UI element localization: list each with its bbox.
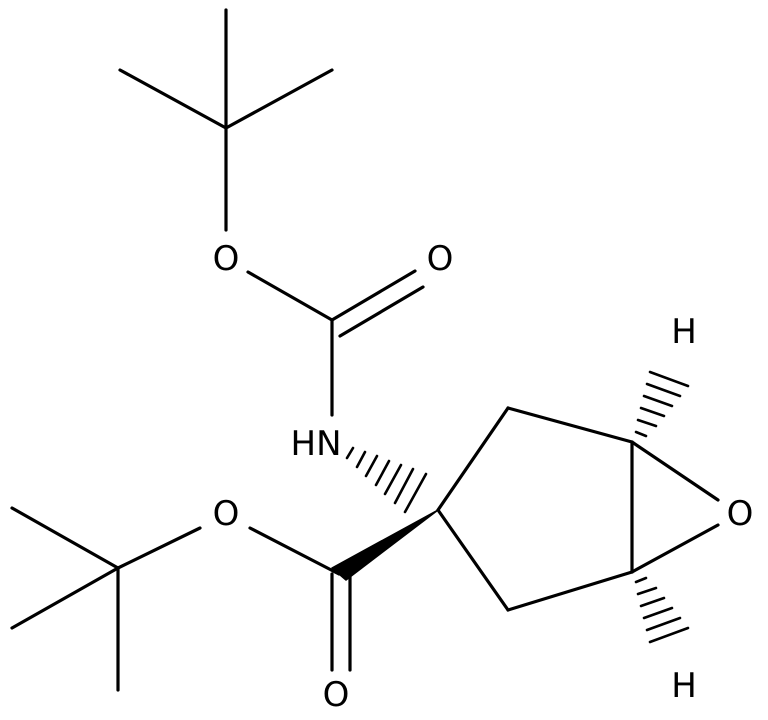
h-top-label: H <box>671 312 697 352</box>
bond <box>506 406 634 444</box>
hash <box>636 586 658 596</box>
hash <box>634 430 648 438</box>
bond <box>10 506 120 570</box>
bond <box>436 508 510 612</box>
bond <box>630 440 720 502</box>
hash <box>636 418 658 428</box>
nh-label: HN <box>291 424 342 464</box>
hash <box>642 606 674 620</box>
hash <box>648 370 690 388</box>
bond <box>116 526 202 570</box>
hash <box>345 446 355 460</box>
hashed-wedge-h-top <box>634 370 690 438</box>
bond <box>630 523 720 574</box>
bond <box>436 406 510 512</box>
carbamate-carbonyl-o-label: O <box>427 239 454 279</box>
hashed-wedge-h-bottom <box>634 576 690 644</box>
epoxide <box>630 440 720 574</box>
bond <box>10 566 120 630</box>
hash <box>639 406 666 418</box>
lower-tert-butyl <box>10 506 120 692</box>
hash <box>383 463 403 496</box>
upper-tert-butyl <box>118 8 334 232</box>
hash <box>364 454 379 478</box>
hash <box>645 382 682 398</box>
hash <box>634 576 648 584</box>
bond <box>246 270 334 322</box>
bond <box>506 570 634 612</box>
ester-group <box>116 526 352 672</box>
ester-carbonyl-o-label: O <box>323 675 350 715</box>
boc-carbamate <box>246 269 425 417</box>
h-bottom-label: H <box>671 666 697 706</box>
hash <box>374 459 391 487</box>
carbamate-ether-o-label: O <box>213 239 240 279</box>
hash <box>648 626 690 644</box>
epoxide-o-label: O <box>727 494 754 534</box>
hash <box>639 596 666 608</box>
bond <box>118 68 228 130</box>
bond <box>248 526 341 576</box>
bond <box>330 269 417 322</box>
ester-ether-o-label: O <box>213 494 240 534</box>
hash <box>355 450 367 469</box>
cyclopentane-ring <box>436 406 634 612</box>
hash <box>642 394 674 408</box>
hashed-wedge-nh <box>345 446 428 514</box>
hash <box>393 467 415 505</box>
bond <box>338 285 425 338</box>
solid-wedge-ester <box>331 509 439 581</box>
bond <box>224 68 334 130</box>
hash <box>403 472 428 514</box>
hash <box>645 616 682 632</box>
